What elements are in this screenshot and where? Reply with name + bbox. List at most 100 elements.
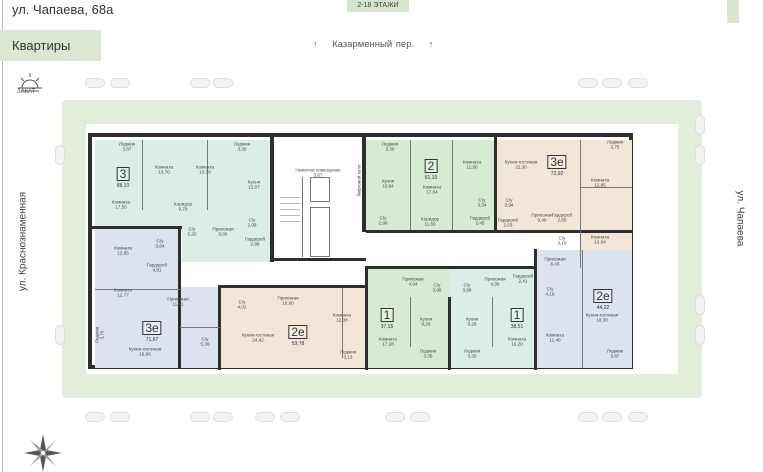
parking-spot-icon [385,412,405,422]
room-area: 10,94 [382,184,394,189]
room-name: Кухня [419,316,433,322]
apartment-fill-3[interactable] [220,287,365,368]
room-name: Прихожая [212,226,234,232]
room-name: Прихожая [167,296,189,302]
room-area: 3,75 [610,145,620,150]
room-name: Комната [112,199,130,205]
apartment-fill-1[interactable] [95,140,270,228]
apartment-area: 53,78 [291,341,305,347]
room-name: Кухня-гостиная [241,332,275,338]
street-right: ул. Чапаева [734,190,746,247]
wall [270,137,274,262]
room-area: 3,64 [155,244,165,249]
compass-icon [24,434,62,472]
parking-spot-icon [410,412,430,422]
apartment-fill-1b[interactable] [182,228,270,262]
apartment-area: 71,67 [145,337,159,343]
room-name: Лоджия [118,141,136,147]
wall [180,327,220,328]
street-top: ↑ Казарменный пер. ↑ [313,39,433,50]
stair-step [280,221,300,222]
elevator-shaft [310,177,330,202]
room-area: 3,34 [477,203,487,208]
room-name: Лоджия [419,348,437,354]
wall [220,285,367,288]
room-name: Кухня-гостиная [585,312,619,318]
room-area: 4,94 [408,282,418,287]
street-left: ул. Краснознаменная [17,191,29,292]
room-name: Лоджия [606,139,624,145]
parking-spot-icon [695,115,705,135]
room-name: Прихожая [484,276,506,282]
room-area: 2,85 [557,218,567,223]
room-area: 9,79 [178,207,188,212]
wall [362,137,366,232]
room-name: Комната [591,234,609,240]
apartment-area: 61,10 [424,175,438,181]
room-area: 12,65 [117,251,129,256]
parking-spot-icon [628,78,648,88]
room-name: Кухня [247,179,261,185]
room-area: 24,42 [252,338,264,343]
room-name: Комната [196,164,214,170]
room-name: Прихожая [402,276,424,282]
parking-spot-icon [255,412,275,422]
apartment-area: 88,10 [116,183,130,189]
room-area: 3,35 [467,354,477,359]
room-area: 4,81 [152,268,162,273]
apartment-fill-8[interactable] [535,250,632,368]
wall [452,140,453,230]
room-area: 5,20 [187,232,197,237]
apartment-badge[interactable]: 2е 53,78 [288,323,308,347]
room-name: С/у [238,299,246,305]
parking-spot-icon [190,412,210,422]
room-area: 9,49 [537,218,547,223]
apartment-fill-4[interactable] [365,140,495,232]
room-name: Прихожая [544,256,566,262]
elevator-shaft [310,207,330,257]
wall [492,297,493,347]
apartment-fill-2[interactable] [95,228,180,368]
parking-spot-icon [602,412,622,422]
wall [410,140,411,230]
apartment-area: 44,22 [596,305,610,311]
sunset-icon [18,73,42,92]
stair-step [280,215,300,216]
room-name: Комната [508,336,526,342]
apartment-rooms: 2е [288,325,308,339]
room-name: Лоджия [606,348,624,354]
room-name: Лоджия [463,348,481,354]
room-name: Коридор [173,201,193,207]
tab-apartments[interactable]: Квартиры [0,30,101,61]
room-area: 2,98 [250,242,260,247]
